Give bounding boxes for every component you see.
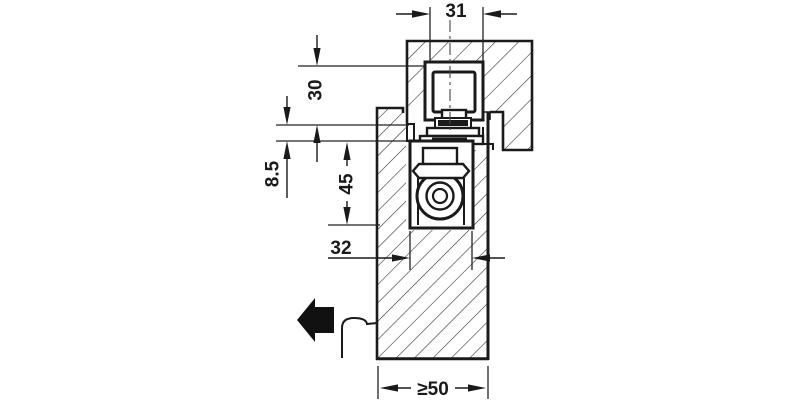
pinion-axle-circle bbox=[431, 187, 449, 205]
dimension-label-min-50: ≥50 bbox=[417, 379, 449, 400]
dimension-8-5: 8.5 bbox=[263, 96, 291, 198]
part-outlines bbox=[375, 39, 534, 361]
dimension-min-50: ≥50 bbox=[380, 379, 486, 400]
dimension-label-8-5: 8.5 bbox=[263, 160, 284, 187]
dimension-45: 45 bbox=[337, 142, 358, 225]
cam-collar bbox=[411, 162, 471, 180]
dimension-label-45: 45 bbox=[337, 173, 358, 195]
dimension-32: 32 bbox=[328, 238, 505, 262]
dimension-label-30: 30 bbox=[306, 79, 327, 100]
opening-direction-arrow-icon bbox=[297, 298, 334, 342]
slide-channel bbox=[423, 60, 485, 122]
dimension-label-31: 31 bbox=[445, 1, 467, 22]
right-bracket bbox=[482, 127, 494, 150]
slider-roller bbox=[431, 70, 477, 114]
dimension-30: 30 bbox=[306, 35, 327, 162]
dimension-31: 31 bbox=[396, 1, 517, 22]
left-flange bbox=[406, 123, 415, 142]
seal-band-upper bbox=[438, 120, 468, 126]
dimension-label-32: 32 bbox=[330, 238, 351, 259]
extension-lines bbox=[276, 7, 489, 399]
door-handle-profile bbox=[341, 316, 378, 358]
closer-body bbox=[408, 139, 475, 230]
